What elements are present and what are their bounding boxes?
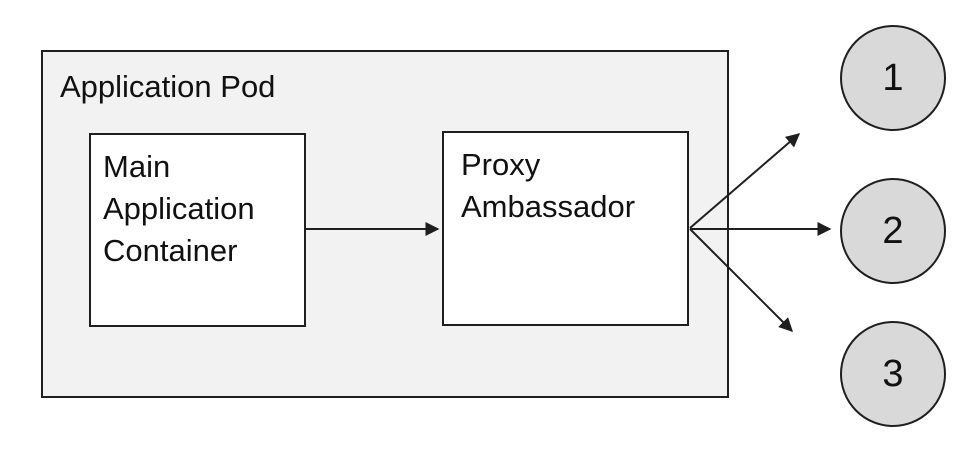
node-proxy-ambassador-label: Proxy Ambassador [461, 147, 636, 224]
endpoint-circle-2-label: 2 [882, 209, 904, 252]
node-main-application-container-label: Main Application Container [103, 149, 255, 268]
endpoint-circle-2: 2 [840, 178, 946, 284]
endpoint-circle-1-label: 1 [882, 56, 904, 99]
node-main-application-container: Main Application Container [89, 133, 306, 327]
endpoint-circle-3: 3 [840, 321, 946, 427]
node-proxy-ambassador: Proxy Ambassador [442, 131, 689, 326]
endpoint-circle-1: 1 [840, 25, 946, 131]
endpoint-circle-3-label: 3 [882, 352, 904, 395]
application-pod-label: Application Pod [60, 69, 276, 104]
